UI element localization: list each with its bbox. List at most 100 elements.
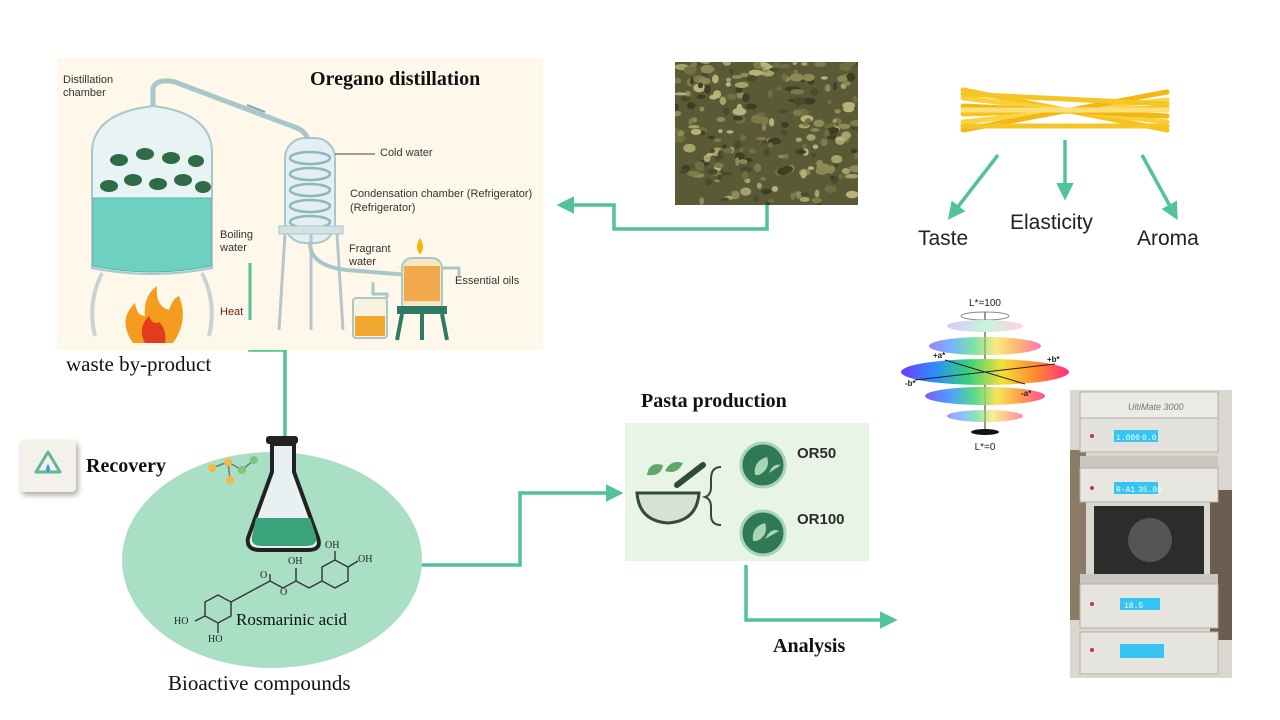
lightness-bottom-label: L*=0 bbox=[975, 442, 996, 453]
pos-a-axis-label: +a* bbox=[933, 351, 946, 360]
oregano-flake bbox=[810, 88, 818, 96]
oregano-flake bbox=[722, 62, 732, 66]
oregano-flake bbox=[812, 144, 819, 150]
attribute-elasticity: Elasticity bbox=[1010, 211, 1093, 234]
oregano-flake bbox=[753, 163, 762, 172]
oregano-flake bbox=[789, 73, 804, 82]
oregano-flake bbox=[675, 92, 688, 96]
arrow-pasta-to-analysis bbox=[744, 565, 898, 629]
oregano-flake bbox=[796, 191, 802, 199]
oregano-flake bbox=[790, 89, 805, 95]
oregano-flake bbox=[827, 135, 837, 140]
hplc-display-3-text: 18.5 bbox=[1124, 602, 1143, 611]
oregano-flake bbox=[769, 118, 775, 127]
oregano-flake bbox=[718, 129, 723, 133]
oregano-flake bbox=[764, 148, 770, 157]
oregano-flake bbox=[726, 77, 732, 82]
lightness-top-label: L*=100 bbox=[969, 298, 1001, 309]
oregano-flake bbox=[739, 159, 748, 165]
attribute-aroma: Aroma bbox=[1137, 227, 1199, 250]
oregano-flake bbox=[748, 69, 763, 76]
oregano-flake bbox=[805, 118, 812, 124]
oregano-flake bbox=[800, 192, 810, 197]
atom-ho-1: HO bbox=[174, 616, 188, 627]
oregano-flake bbox=[675, 134, 685, 143]
oregano-flake bbox=[760, 62, 766, 68]
oregano-flake bbox=[824, 84, 831, 92]
oregano-flake bbox=[837, 123, 851, 130]
oregano-flake bbox=[717, 150, 724, 160]
oregano-flake bbox=[850, 148, 858, 154]
oregano-flake bbox=[792, 109, 803, 116]
oregano-flake bbox=[697, 82, 704, 89]
oregano-flake bbox=[833, 81, 837, 90]
hplc-brand-text: UltiMate 3000 bbox=[1128, 402, 1184, 412]
oregano-flake bbox=[818, 163, 823, 171]
oregano-flake bbox=[736, 91, 744, 99]
oregano-flake bbox=[806, 134, 816, 141]
oregano-flake bbox=[721, 172, 733, 176]
oregano-flake bbox=[853, 152, 858, 160]
oregano-flake bbox=[696, 94, 706, 100]
oregano-flake bbox=[709, 148, 715, 154]
atom-oh-3: OH bbox=[358, 554, 372, 565]
distillation-title: Oregano distillation bbox=[310, 68, 481, 90]
oregano-flake bbox=[732, 190, 740, 200]
oregano-flake bbox=[802, 143, 807, 149]
pasta-strands-image bbox=[960, 87, 1170, 133]
oregano-flake bbox=[735, 87, 743, 93]
oregano-flake bbox=[802, 122, 809, 127]
oregano-flake bbox=[820, 76, 828, 80]
oregano-flake bbox=[713, 162, 725, 168]
atom-o-1: O bbox=[260, 570, 267, 581]
erlenmeyer-flask-icon bbox=[208, 436, 321, 552]
oregano-flake bbox=[707, 168, 718, 175]
oregano-flake bbox=[757, 112, 766, 117]
oregano-flake bbox=[702, 67, 715, 72]
analysis-label: Analysis bbox=[773, 635, 846, 657]
option-or50-label: OR50 bbox=[797, 445, 837, 462]
dried-oregano-image bbox=[675, 62, 858, 205]
oregano-flake bbox=[675, 110, 682, 117]
oregano-flake bbox=[726, 93, 737, 100]
oregano-flake bbox=[824, 185, 837, 193]
oregano-flake bbox=[753, 62, 758, 67]
oregano-flake bbox=[790, 192, 796, 200]
oregano-flake bbox=[749, 148, 756, 154]
rosmarinic-acid-label: Rosmarinic acid bbox=[236, 610, 347, 629]
mortar-and-options-graphic bbox=[635, 441, 787, 557]
hplc-display-4 bbox=[1120, 644, 1164, 658]
oregano-flake bbox=[734, 82, 749, 88]
oregano-flake bbox=[699, 106, 705, 112]
oregano-flake bbox=[688, 118, 693, 126]
attribute-arrows bbox=[947, 140, 1178, 221]
oregano-flake bbox=[849, 119, 858, 127]
oregano-flake bbox=[800, 169, 807, 179]
oregano-flake bbox=[705, 178, 712, 186]
oregano-flake bbox=[802, 73, 815, 82]
oregano-flake bbox=[782, 73, 787, 82]
hplc-display-1 bbox=[1114, 430, 1158, 442]
oregano-flake bbox=[782, 165, 794, 173]
attribute-taste: Taste bbox=[918, 227, 969, 250]
oregano-flake bbox=[746, 75, 757, 82]
oregano-flake bbox=[847, 62, 856, 67]
oregano-flake bbox=[755, 136, 767, 141]
oregano-flake bbox=[729, 68, 734, 74]
hplc-display-2-text: R-A1 bbox=[1116, 486, 1135, 495]
heat-label: Heat bbox=[220, 306, 244, 318]
oregano-flake bbox=[795, 137, 802, 142]
oregano-flake bbox=[776, 86, 782, 91]
hplc-instrument-image: UltiMate 3000 1.000 0.0 R-A1 35.00 18.5 bbox=[1070, 390, 1232, 678]
oregano-flake bbox=[816, 163, 830, 173]
oregano-flake bbox=[675, 103, 679, 112]
oregano-flake bbox=[740, 187, 752, 196]
cielab-color-space-diagram: L*=100 L*=0 +a* -a* +b* -b* bbox=[901, 298, 1069, 453]
fragrant-water-label: Fragrant water bbox=[349, 243, 391, 268]
oregano-flake bbox=[675, 127, 680, 134]
oregano-flake bbox=[741, 171, 749, 180]
oregano-flake bbox=[814, 189, 820, 198]
oregano-flake bbox=[841, 168, 850, 175]
oregano-flake bbox=[694, 161, 705, 170]
recycle-water-icon bbox=[20, 440, 76, 492]
